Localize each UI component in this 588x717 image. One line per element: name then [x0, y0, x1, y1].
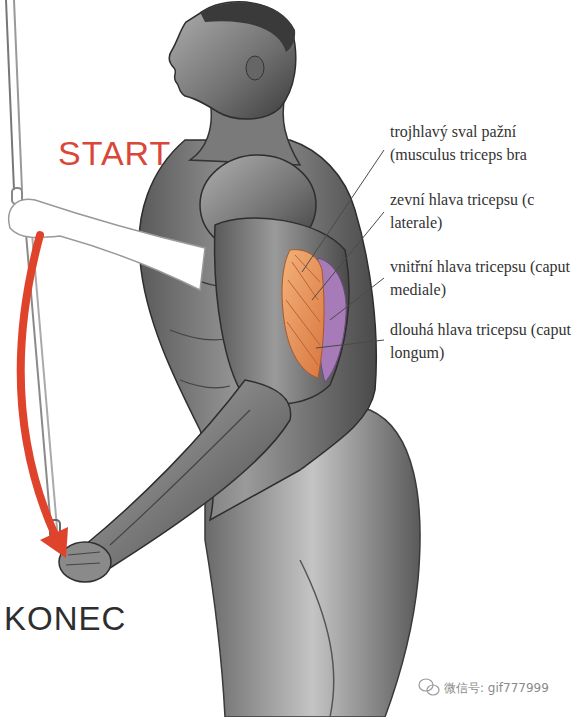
- triceps-lateral: [282, 250, 324, 378]
- watermark: 微信号: gif777999: [444, 680, 549, 696]
- wechat-icon: [419, 679, 439, 695]
- cable: [6, 0, 60, 540]
- hand: [59, 542, 111, 582]
- muscle-label: trojhlavý sval pažní (musculus triceps b…: [390, 120, 582, 166]
- forearm: [84, 380, 291, 570]
- muscle-label: vnitřní hlava tricepsu (caput mediale): [390, 255, 582, 301]
- muscle-label: dlouhá hlava tricepsu (caput longum): [390, 318, 582, 364]
- phase-label: KONEC: [4, 600, 126, 638]
- leader-lines: [302, 150, 384, 348]
- head: [169, 2, 296, 119]
- upper-arm: [215, 218, 349, 404]
- phase-label: START: [58, 134, 171, 172]
- muscle-label: zevní hlava tricepsu (c laterale): [390, 188, 582, 234]
- motion-arrow: [21, 235, 68, 558]
